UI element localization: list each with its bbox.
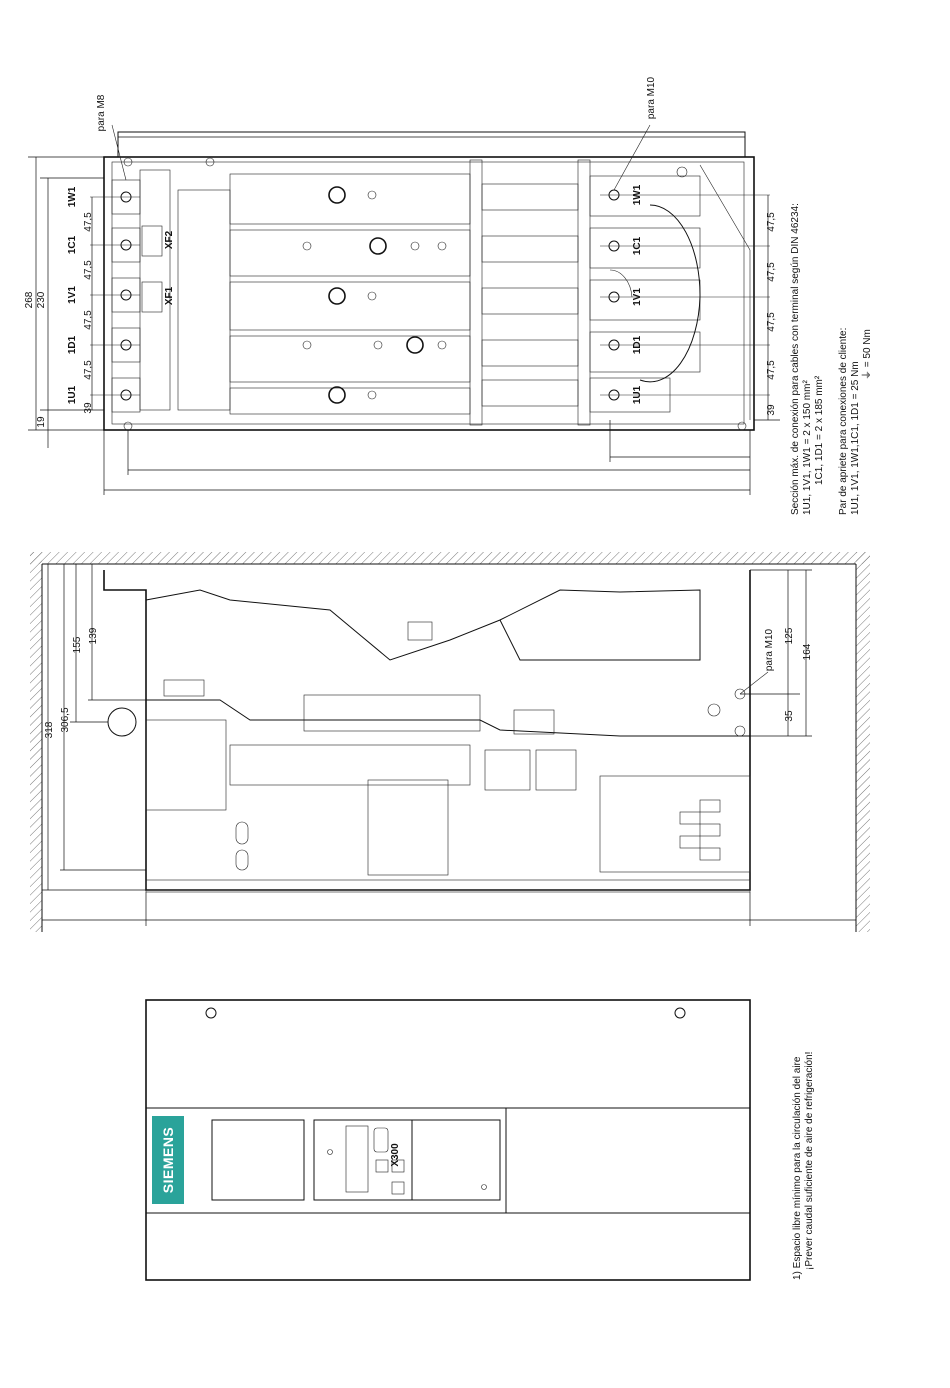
- note-line1: Sección máx. de conexión para cables con…: [790, 203, 801, 515]
- side-view: para M10 318 306,5 155 139 125 164: [30, 552, 870, 932]
- dim-35: 35: [784, 710, 795, 722]
- callout-para-m10-top: para M10: [646, 76, 657, 119]
- dim-39: 39: [766, 404, 777, 416]
- dim-47-5: 47,5: [766, 262, 777, 282]
- siemens-logo-panel: [152, 1116, 184, 1204]
- dim-268: 268: [24, 291, 35, 308]
- dim-19: 19: [36, 416, 47, 428]
- dim-155: 155: [72, 636, 83, 653]
- left-terminal-label: 1U1: [67, 385, 78, 404]
- left-terminal-label: 1W1: [67, 186, 78, 207]
- notes-bottom: 1) Espacio libre mínimo para la circulac…: [792, 1052, 815, 1280]
- hatch-top: [30, 552, 870, 564]
- left-terminal-labels: 1W1 1C1 1V1 1D1 1U1: [67, 186, 78, 404]
- note-airflow: 1) Espacio libre mínimo para la circulac…: [792, 1056, 803, 1280]
- hatch-right: [856, 552, 870, 932]
- dim-39: 39: [83, 402, 94, 414]
- top-right-dimensions: 47,5 47,5 47,5 47,5 39: [754, 195, 780, 421]
- dim-164: 164: [802, 643, 813, 660]
- dim-47-5: 47,5: [766, 360, 777, 380]
- dim-230: 230: [36, 291, 47, 308]
- p-key: [391, 1181, 405, 1195]
- left-terminal-label: 1C1: [67, 235, 78, 254]
- busbar-bolts: [302, 186, 447, 404]
- note-line6: ⏚ = 50 Nm: [861, 329, 873, 380]
- dim-47-5: 47,5: [83, 310, 94, 330]
- note-line3: 1C1, 1D1 = 2 x 185 mm²: [814, 375, 825, 485]
- right-terminal-labels: 1W1 1C1 1V1 1D1 1U1: [632, 184, 643, 404]
- dim-125: 125: [784, 627, 795, 644]
- right-terminal-label: 1V1: [632, 288, 643, 306]
- dim-47-5: 47,5: [83, 360, 94, 380]
- notes-right: Sección máx. de conexión para cables con…: [790, 203, 873, 515]
- side-right-dimensions: 125 164 35: [740, 569, 813, 737]
- dim-47-5: 47,5: [83, 212, 94, 232]
- connector-label-xf2: XF2: [164, 230, 175, 249]
- display-window: [345, 1125, 369, 1193]
- operator-panel: [313, 1119, 501, 1201]
- dim-306-5: 306,5: [60, 707, 71, 732]
- siemens-logo: SIEMENS: [160, 1127, 176, 1194]
- right-terminal-label: 1W1: [632, 184, 643, 205]
- left-terminals: [90, 179, 141, 413]
- callout-para-m8: para M8: [96, 94, 107, 131]
- side-left-dimensions: 318 306,5 155 139: [42, 564, 146, 891]
- side-component-clips: [679, 799, 721, 861]
- left-terminal-label: 1V1: [67, 286, 78, 304]
- right-terminal-label: 1D1: [632, 335, 643, 354]
- top-view-housing: [103, 156, 755, 431]
- note-line4: Par de apriete para conexiones de client…: [838, 328, 849, 515]
- front-view: SIEMENS X300: [145, 999, 751, 1281]
- up-key: [375, 1159, 389, 1173]
- hatch-left: [30, 552, 42, 932]
- top-left-dimensions: 268 230 19 47,5 47,5 47,5 47,5 39: [24, 156, 104, 448]
- down-key: [391, 1159, 405, 1173]
- right-terminal-label: 1U1: [632, 385, 643, 404]
- dim-47-5: 47,5: [83, 260, 94, 280]
- dim-47-5: 47,5: [766, 212, 777, 232]
- right-terminal-label: 1C1: [632, 236, 643, 255]
- note-line5: 1U1, 1V1, 1W1,1C1, 1D1 = 25 Nm: [850, 361, 861, 515]
- serial-port-x300: [373, 1127, 389, 1153]
- dim-318: 318: [44, 721, 55, 738]
- note-line2: 1U1, 1V1, 1W1 = 2 x 150 mm²: [802, 380, 813, 515]
- dim-47-5: 47,5: [766, 312, 777, 332]
- port-label-x300: X300: [390, 1143, 401, 1167]
- connector-label-xf1: XF1: [164, 286, 175, 305]
- dim-139: 139: [88, 627, 99, 644]
- callout-para-m10-side: para M10: [764, 628, 775, 671]
- right-terminals: [600, 164, 770, 420]
- top-view: 1W1 1C1 1V1 1D1 1U1 1W1 1C1 1V1 1D1 1U1 …: [24, 76, 780, 495]
- left-terminal-label: 1D1: [67, 335, 78, 354]
- side-view-housing: [103, 570, 751, 891]
- front-view-housing: [145, 999, 751, 1281]
- note-cooling: ¡Prever caudal suficiente de aire de ref…: [804, 1052, 815, 1270]
